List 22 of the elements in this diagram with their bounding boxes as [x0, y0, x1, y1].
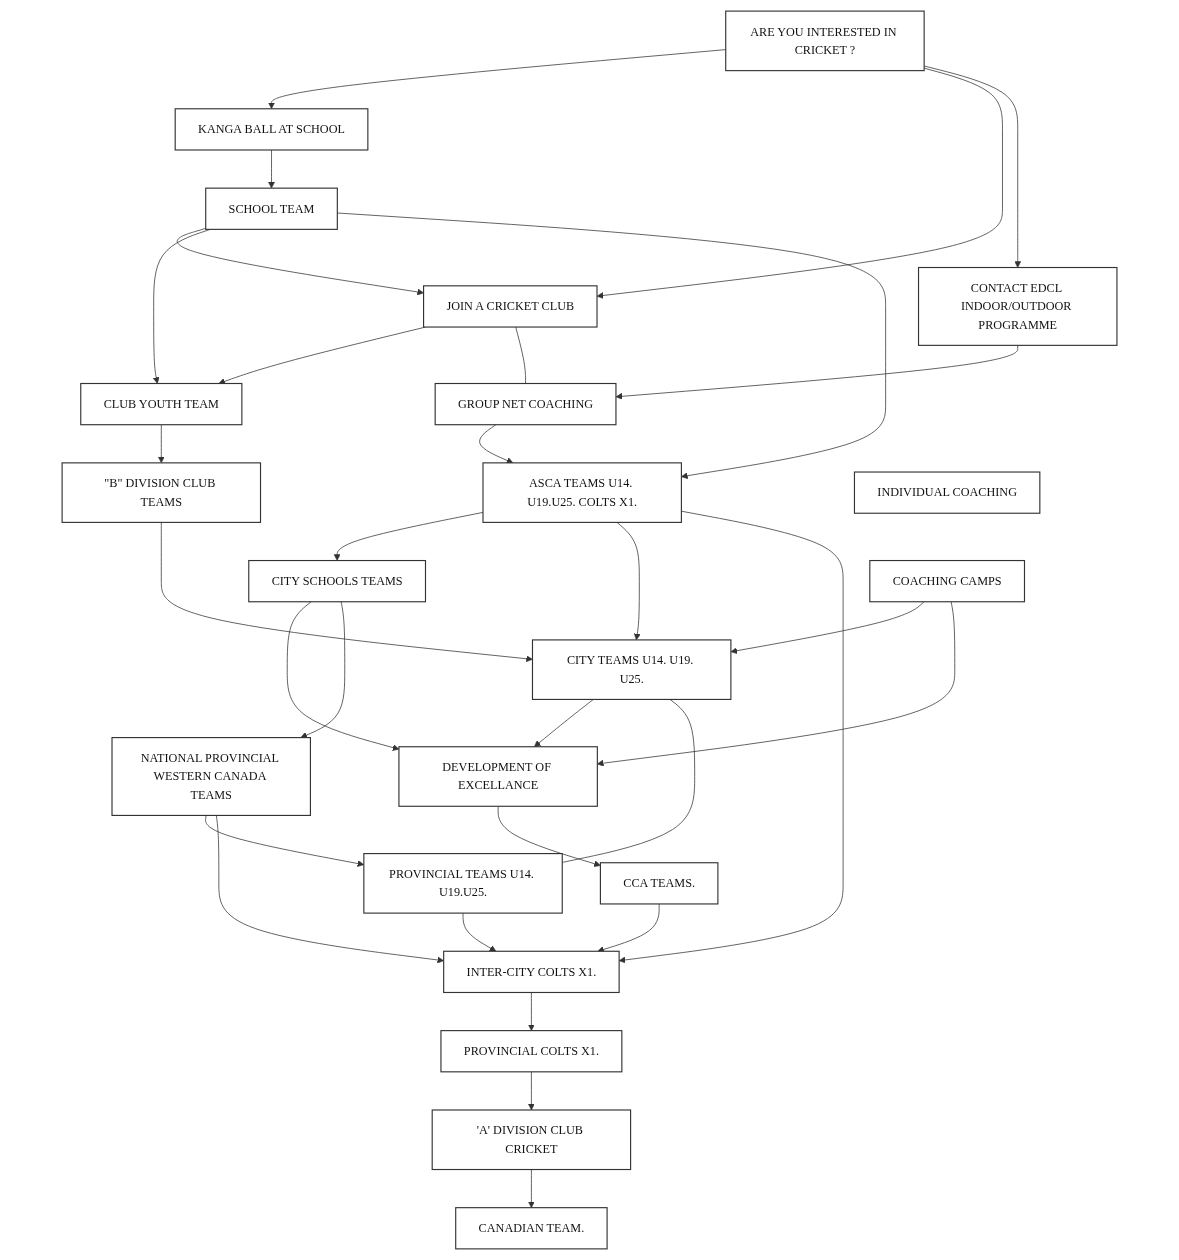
node-box: DEVELOPMENT OF EXCELLANCE [398, 746, 598, 807]
node-box: PROVINCIAL COLTS X1. [440, 1030, 623, 1073]
node-box: ASCA TEAMS U14. U19.U25. COLTS X1. [482, 462, 682, 523]
node-box: "B" DIVISION CLUB TEAMS [61, 462, 262, 523]
node-box: GROUP NET COACHING [434, 382, 617, 426]
node-box: COACHING CAMPS [869, 559, 1026, 603]
connector [515, 326, 526, 384]
node-box: ARE YOU INTERESTED IN CRICKET ? [725, 10, 925, 72]
node-box: JOIN A CRICKET CLUB [422, 285, 598, 328]
node-box: PROVINCIAL TEAMS U14. U19.U25. [363, 853, 563, 914]
node-box: CANADIAN TEAM. [455, 1207, 608, 1250]
node-box: SCHOOL TEAM [205, 187, 338, 230]
node-box: NATIONAL PROVINCIAL WESTERN CANADA TEAMS [111, 737, 311, 816]
node-box: CLUB YOUTH TEAM [80, 382, 243, 426]
node-box: KANGA BALL AT SCHOOL [174, 108, 369, 151]
node-box: CONTACT EDCL INDOOR/OUTDOOR PROGRAMME [917, 266, 1118, 346]
node-box: CITY TEAMS U14. U19. U25. [531, 639, 732, 700]
node-box: INDIVIDUAL COACHING [853, 471, 1041, 514]
node-box: INTER-CITY COLTS X1. [443, 950, 620, 994]
node-box: CCA TEAMS. [599, 862, 719, 905]
node-box: 'A' DIVISION CLUB CRICKET [431, 1109, 632, 1171]
node-box: CITY SCHOOLS TEAMS [248, 559, 427, 603]
